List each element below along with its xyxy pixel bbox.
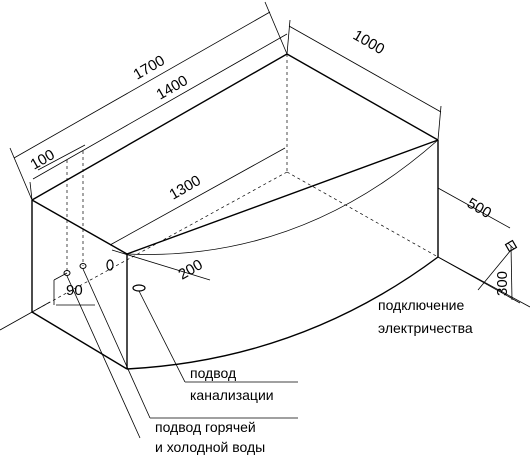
dim-300: 300 (494, 271, 511, 296)
dim-1400: 1400 (154, 72, 191, 103)
dimension-lines (0, 1, 530, 331)
label-water-line2: и холодной воды (155, 439, 265, 455)
label-drain-line1: подвод (190, 365, 236, 381)
label-water-line1: подвод горячей (155, 419, 256, 435)
water-inlets (63, 239, 518, 292)
label-drain-line2: канализации (190, 387, 274, 403)
drain-outlet-icon (106, 259, 114, 271)
dim-500: 500 (464, 195, 494, 222)
dim-90: 90 (66, 282, 83, 299)
dim-1300: 1300 (167, 172, 204, 203)
overflow-icon (132, 284, 146, 292)
dim-1000: 1000 (350, 27, 387, 58)
dim-200: 200 (176, 256, 206, 283)
label-electric-line2: электричества (378, 320, 473, 336)
cold-inlet-icon (79, 263, 87, 269)
label-electric-line1: подключение (378, 297, 465, 313)
dim-1700: 1700 (131, 52, 168, 83)
bathtub-outline (31, 53, 439, 370)
dim-100: 100 (28, 146, 58, 173)
leader-lines (66, 249, 512, 439)
